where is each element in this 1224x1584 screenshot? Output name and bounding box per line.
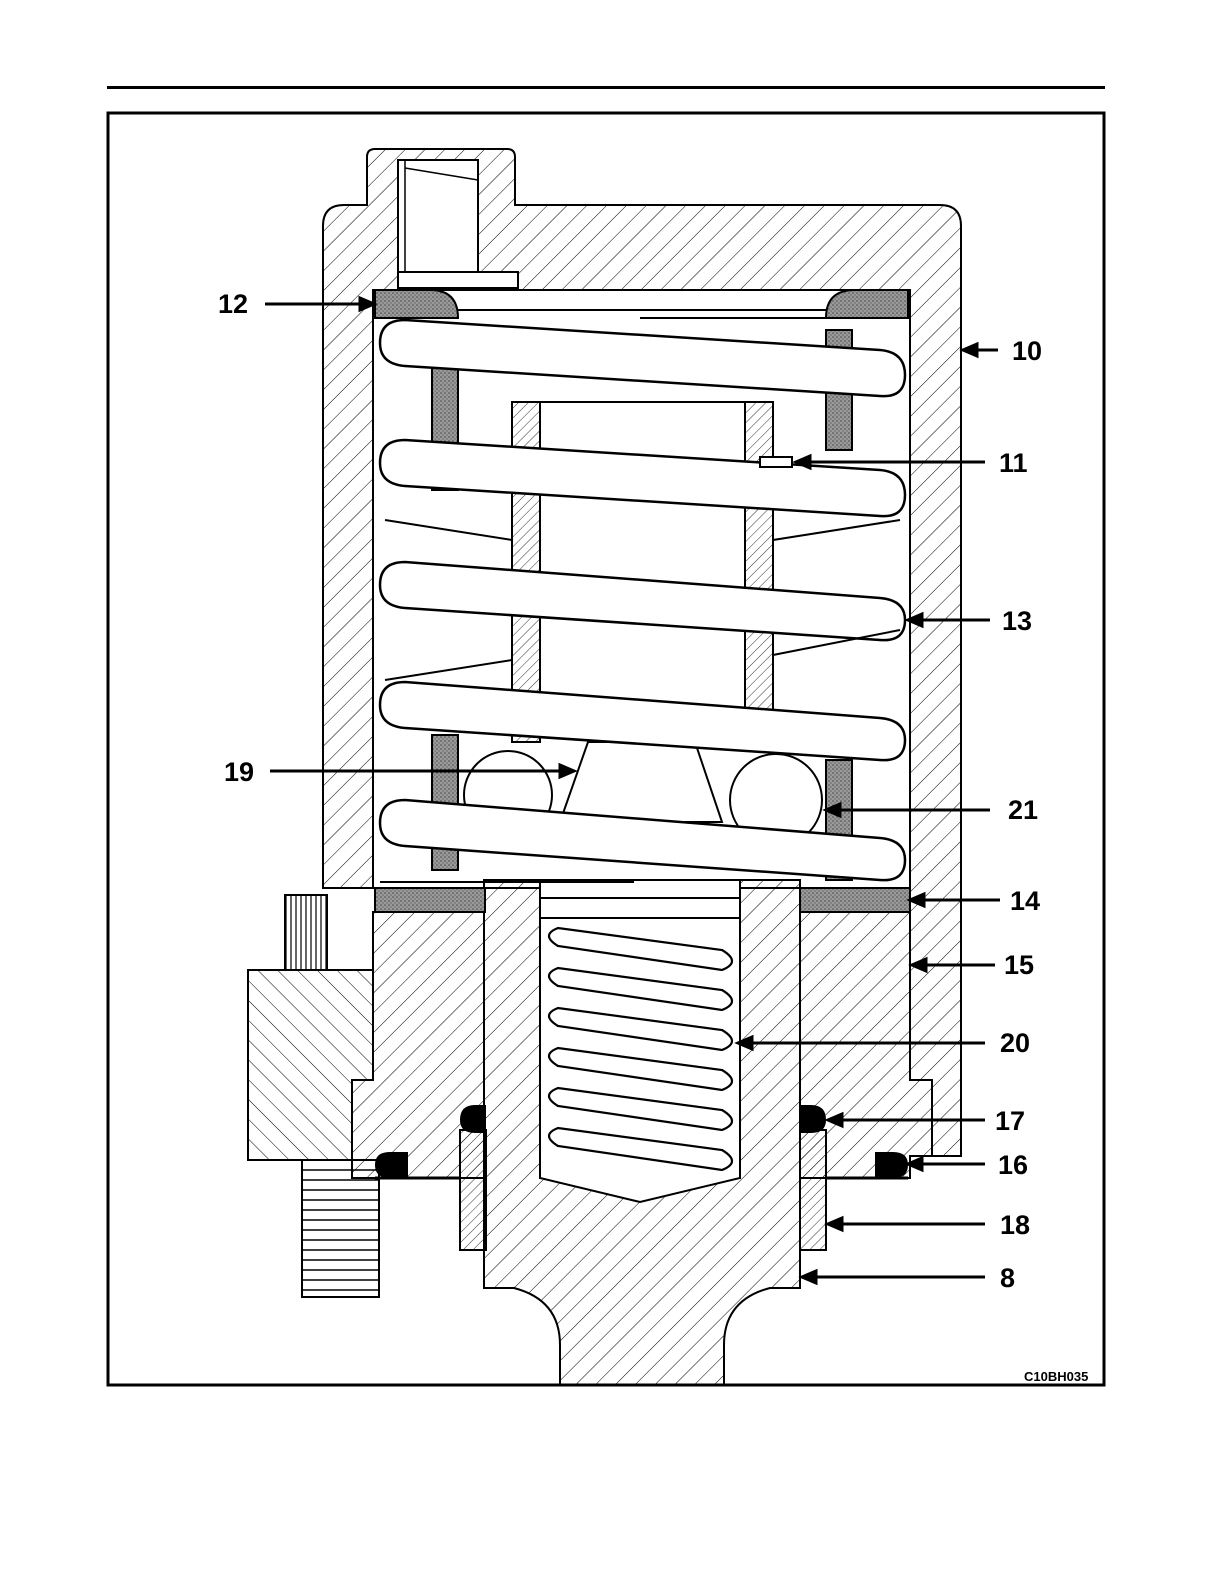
bushing-left (460, 1130, 486, 1250)
figure-code: C10BH035 (1024, 1369, 1088, 1384)
callout-20: 20 (1000, 1028, 1030, 1058)
callout-17: 17 (995, 1106, 1025, 1136)
lower-seat (375, 888, 485, 912)
plunger-cavity (540, 880, 740, 1202)
callout-14: 14 (1010, 886, 1040, 916)
bracket-knurl (285, 895, 327, 970)
bushing-right (800, 1130, 826, 1250)
oring-16-right (875, 1152, 908, 1178)
callout-13: 13 (1002, 606, 1032, 636)
callout-16: 16 (998, 1150, 1028, 1180)
callout-11: 11 (999, 448, 1028, 478)
callout-19: 19 (224, 757, 254, 787)
callout-10: 10 (1012, 336, 1042, 366)
oring-17-right (800, 1105, 826, 1133)
bolt-thread (302, 1160, 379, 1297)
oring-16-left (375, 1152, 408, 1178)
guide-sleeve-right (745, 402, 773, 742)
callout-21: 21 (1008, 795, 1038, 825)
top-plug (398, 160, 478, 272)
valve-cone (560, 742, 722, 822)
oring-17-left (460, 1105, 486, 1133)
callout-18: 18 (1000, 1210, 1030, 1240)
pin (760, 457, 792, 467)
callout-15: 15 (1004, 950, 1034, 980)
callout-12: 12 (218, 289, 248, 319)
callout-8: 8 (1000, 1263, 1015, 1293)
